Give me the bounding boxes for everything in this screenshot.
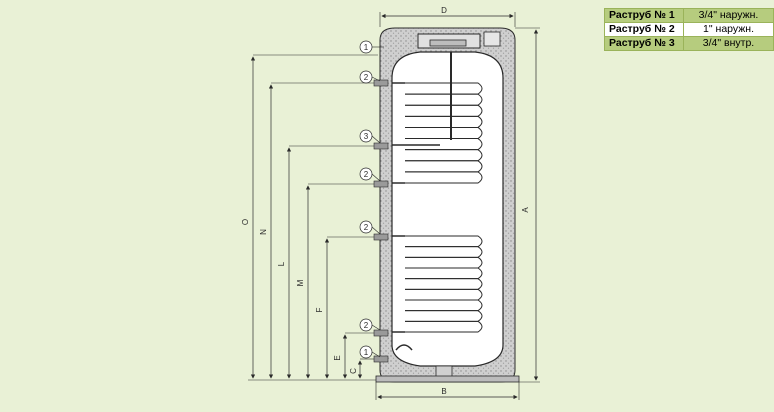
legend-value: 3/4" наружн.	[683, 8, 774, 23]
callout-2-a: 2	[359, 70, 381, 84]
legend-label: Раструб № 2	[603, 22, 685, 37]
legend-label: Раструб № 3	[603, 36, 685, 51]
dim-label-A: A	[521, 207, 530, 213]
upper-heat-exchanger-coil	[392, 82, 483, 184]
dim-label-L: L	[277, 261, 286, 266]
height-labels: O N L M F E C	[241, 219, 358, 374]
callout-1-bottom: 1	[359, 345, 381, 359]
height-dimensions	[248, 54, 378, 381]
callout-2-b: 2	[359, 167, 381, 182]
coil-turn	[405, 320, 483, 333]
dim-label-N: N	[259, 229, 268, 235]
dim-label-B: B	[441, 387, 446, 396]
tank-body	[391, 51, 504, 367]
callout-1-top: 1	[359, 40, 384, 54]
top-cover	[417, 31, 501, 49]
dim-label-E: E	[333, 355, 342, 360]
legend-value: 1" наружн.	[683, 22, 774, 37]
svg-text:2: 2	[364, 223, 369, 232]
nozzle-legend-table: Раструб № 1 3/4" наружн. Раструб № 2 1" …	[603, 8, 774, 51]
dimension-D: D	[379, 6, 516, 27]
callout-2-c: 2	[359, 220, 381, 235]
callout-3: 3	[359, 129, 381, 144]
svg-text:1: 1	[364, 43, 369, 52]
dim-label-C: C	[349, 368, 358, 374]
legend-label: Раструб № 1	[603, 8, 685, 23]
legend-value: 3/4" внутр.	[683, 36, 774, 51]
bottom-drain	[375, 344, 520, 383]
dim-label-D: D	[441, 6, 447, 15]
dim-label-M: M	[296, 279, 305, 286]
dimension-A: A	[515, 27, 540, 383]
dim-label-O: O	[241, 219, 250, 225]
nozzle-callouts: 1 2 3 2 2 2 1	[359, 40, 384, 359]
callout-2-d: 2	[359, 318, 381, 332]
svg-text:2: 2	[364, 73, 369, 82]
svg-text:2: 2	[364, 170, 369, 179]
dim-label-F: F	[315, 307, 324, 312]
legend-row-2: Раструб № 2 1" наружн.	[603, 22, 774, 37]
svg-text:2: 2	[364, 321, 369, 330]
svg-text:3: 3	[364, 132, 369, 141]
dimension-B: B	[375, 382, 520, 400]
legend-row-3: Раструб № 3 3/4" внутр.	[603, 36, 774, 51]
lower-heat-exchanger-coil	[392, 235, 483, 333]
coil-turn	[405, 171, 483, 184]
legend-row-1: Раструб № 1 3/4" наружн.	[603, 8, 774, 23]
svg-text:1: 1	[364, 348, 369, 357]
